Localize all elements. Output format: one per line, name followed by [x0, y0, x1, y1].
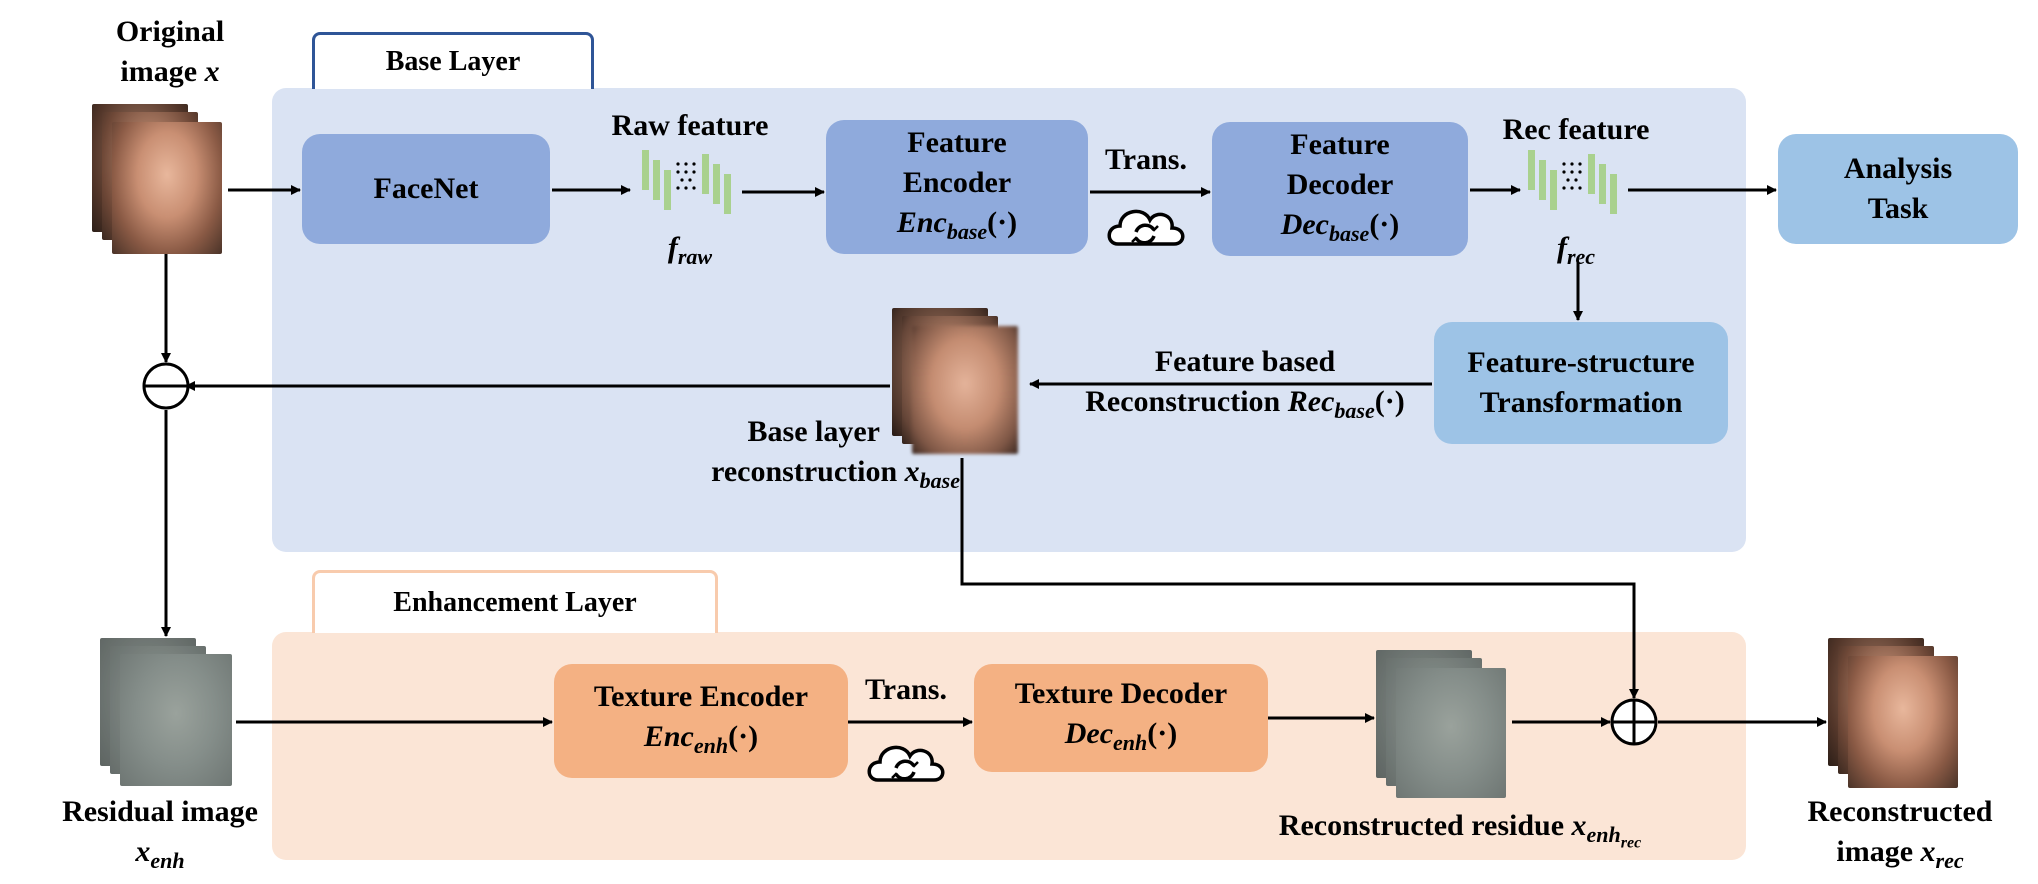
original-image-stack: [92, 104, 228, 254]
f-raw-label: fraw: [667, 231, 713, 269]
feature-encoder-box: Feature Encoder Encbase(·): [826, 120, 1088, 254]
feature-structure-transformation-box: Feature-structure Transformation: [1434, 322, 1728, 444]
feature-decoder-box: Feature Decoder Decbase(·): [1212, 122, 1468, 256]
feature-based-reconstruction-label: Feature based Reconstruction Recbase(·): [1085, 345, 1405, 423]
enhancement-layer-title: Enhancement Layer: [393, 587, 637, 618]
trans-label-bottom: Trans.: [865, 673, 947, 706]
base-layer-reconstruction-label: Base layer reconstruction xbase: [711, 415, 960, 493]
texture-decoder-box: Texture Decoder Decenh(·): [974, 664, 1268, 772]
reconstructed-image-stack: [1828, 638, 1964, 788]
base-layer-title: Base Layer: [385, 46, 521, 77]
texture-encoder-box: Texture Encoder Encenh(·): [554, 664, 848, 778]
cloud-sync-icon: [867, 745, 945, 782]
rec-feature-label: Rec feature: [1502, 113, 1650, 146]
raw-feature-label: Raw feature: [611, 109, 769, 142]
reconstructed-image-label: Reconstructed image xrec: [1807, 795, 1993, 873]
subtract-operator-icon: [142, 362, 190, 410]
feature-stack-icon: [642, 150, 731, 214]
enhancement-layer-tab: Enhancement Layer: [312, 570, 718, 633]
base-reconstruction-stack: [892, 308, 1028, 458]
base-layer-tab: Base Layer: [312, 32, 594, 89]
trans-label-top: Trans.: [1105, 143, 1187, 176]
cloud-sync-icon: [1107, 209, 1185, 246]
f-rec-label: frec: [1556, 231, 1596, 269]
reconstructed-residue-label: Reconstructed residue xenhrec: [1278, 809, 1642, 852]
add-operator-icon: [1610, 698, 1658, 746]
reconstructed-residue-stack: [1376, 650, 1512, 800]
residual-image-stack: [100, 638, 236, 788]
arrow-base-to-add: [960, 458, 1639, 699]
facenet-box: FaceNet: [302, 134, 550, 244]
feature-stack-icon: [1528, 150, 1617, 214]
analysis-task-box: Analysis Task: [1778, 134, 2018, 244]
original-image-label: Original image x: [115, 15, 225, 88]
residual-image-label: Residual image xenh: [62, 795, 258, 873]
